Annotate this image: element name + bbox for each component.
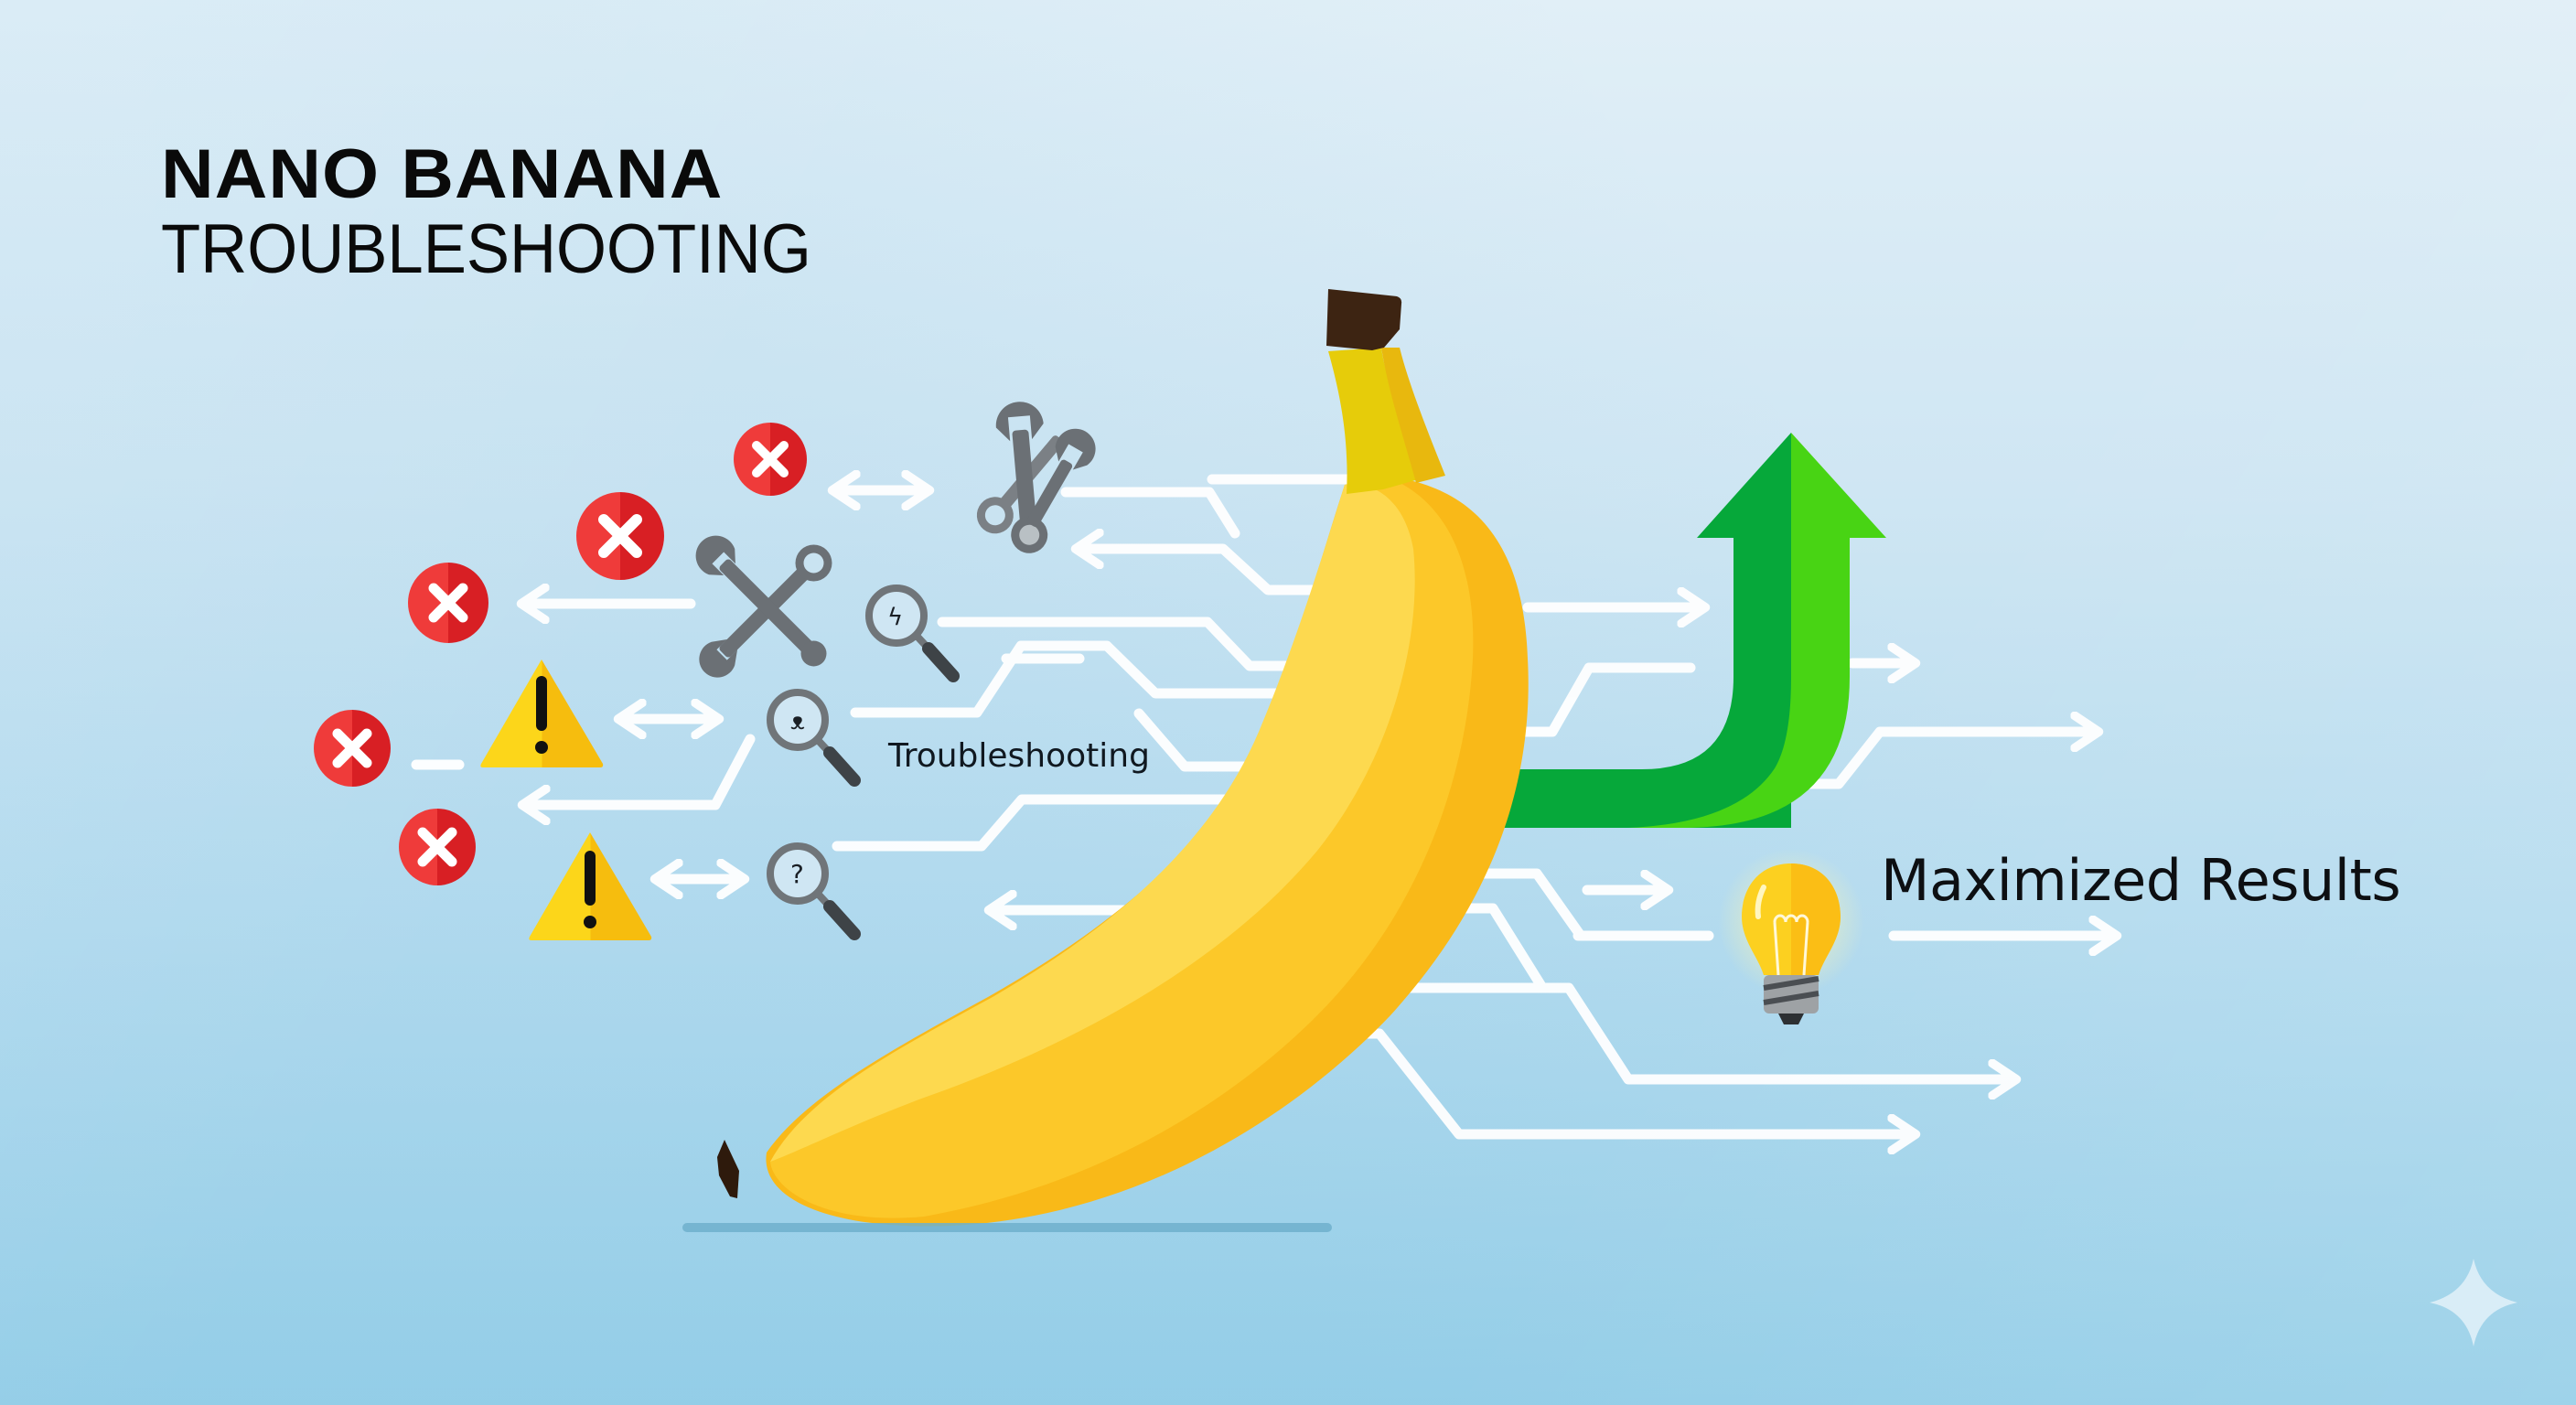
svg-text:?: ? xyxy=(790,859,804,889)
line-left-2 xyxy=(526,734,756,805)
line-right-9 xyxy=(1385,982,2012,1079)
x-circle-icon-4 xyxy=(314,710,391,787)
green-up-arrow-icon xyxy=(1500,433,1886,828)
page-title: NANO BANANA xyxy=(161,135,724,213)
wrench-icon-cluster-2 xyxy=(976,402,1096,553)
banana-tip xyxy=(717,1140,739,1198)
line-mid-5 xyxy=(850,640,1295,718)
line-right-4 xyxy=(1787,732,2095,789)
line-right-2 xyxy=(1518,662,1696,737)
lightbulb-icon xyxy=(1718,849,1864,1024)
line-mid-3 xyxy=(1079,549,1325,595)
maximized-results-label: Maximized Results xyxy=(1881,847,2401,914)
wrench-icon-cluster-1 xyxy=(695,535,832,678)
x-circle-icon-5 xyxy=(399,809,476,885)
warning-triangle-icon-1 xyxy=(480,660,604,767)
svg-text:ᴥ: ᴥ xyxy=(790,708,805,735)
x-circle-icon-2 xyxy=(576,492,664,580)
ground-shadow xyxy=(682,1223,1332,1232)
magnifier-icon-3: ? xyxy=(767,842,861,940)
page-subtitle: TROUBLESHOOTING xyxy=(161,210,811,288)
magnifier-icon-2: ᴥ xyxy=(767,689,861,787)
line-mid-8 xyxy=(832,794,1240,852)
line-mid-4 xyxy=(937,617,1315,671)
sparkle-icon xyxy=(2430,1259,2517,1346)
svg-text:ϟ: ϟ xyxy=(887,604,903,631)
title-block: NANO BANANA TROUBLESHOOTING xyxy=(161,137,860,287)
line-mid-2 xyxy=(1060,487,1240,539)
x-circle-icon-1 xyxy=(734,423,807,496)
line-right-6 xyxy=(1456,868,1714,941)
magnifier-icon-1: ϟ xyxy=(865,585,960,682)
warning-triangle-icon-2 xyxy=(529,832,652,940)
x-circle-icon-3 xyxy=(408,563,488,643)
banana-illustration xyxy=(717,289,1529,1227)
banana-stem xyxy=(1326,289,1402,350)
troubleshooting-label: Troubleshooting xyxy=(888,737,1150,775)
